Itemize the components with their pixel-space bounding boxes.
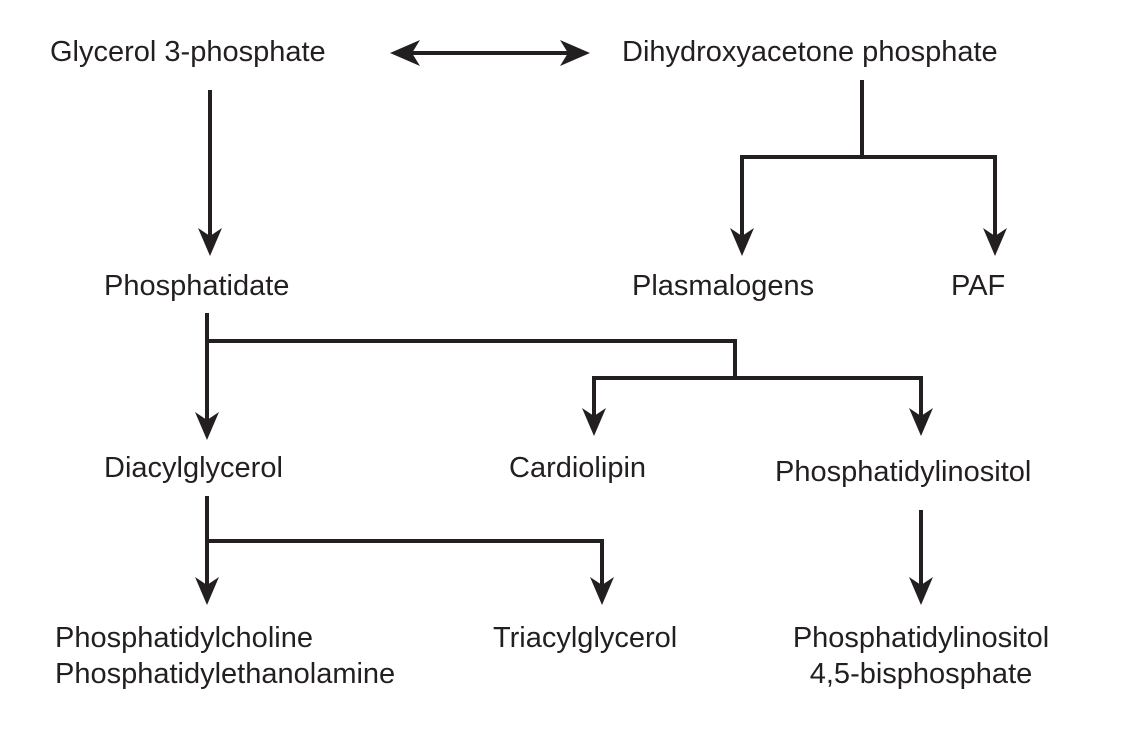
label-glycerol-3-phosphate: Glycerol 3-phosphate: [50, 36, 326, 68]
node-dihydroxyacetone-phosphate: Dihydroxyacetone phosphate: [622, 34, 998, 70]
label-diacylglycerol: Diacylglycerol: [104, 452, 283, 484]
node-diacylglycerol: Diacylglycerol: [104, 450, 283, 486]
branch-diacylglycerol: [195, 496, 614, 605]
label-pip2-line1: Phosphatidylinositol: [792, 622, 1050, 654]
node-triacylglycerol: Triacylglycerol: [493, 620, 677, 656]
label-paf: PAF: [951, 270, 1006, 302]
node-glycerol-3-phosphate: Glycerol 3-phosphate: [50, 34, 326, 70]
node-phosphatidylinositol: Phosphatidylinositol: [775, 454, 1031, 490]
branch-phosphatidate: [195, 313, 933, 440]
label-phosphatidylinositol: Phosphatidylinositol: [775, 456, 1032, 488]
node-cardiolipin: Cardiolipin: [509, 450, 646, 486]
node-paf: PAF: [951, 268, 1005, 304]
node-phosphatidate: Phosphatidate: [104, 268, 289, 304]
node-pip2: Phosphatidylinositol 4,5-bisphosphate: [756, 620, 1086, 692]
label-phosphatidylethanolamine: Phosphatidylethanolamine: [55, 658, 396, 690]
label-cardiolipin: Cardiolipin: [509, 452, 647, 484]
label-phosphatidate: Phosphatidate: [104, 270, 290, 302]
label-plasmalogens: Plasmalogens: [632, 270, 815, 302]
node-phosphatidylcholine-ethanolamine: Phosphatidylcholine Phosphatidylethanola…: [55, 620, 395, 692]
arrow-g3p-to-phosphatidate: [198, 90, 222, 256]
reversible-arrow-g3p-dhap: [390, 40, 590, 66]
branch-dhap: [730, 80, 1007, 256]
node-plasmalogens: Plasmalogens: [632, 268, 814, 304]
arrow-pi-to-pip2: [909, 510, 933, 605]
label-pip2-line2: 4,5-bisphosphate: [809, 658, 1033, 690]
label-dhap: Dihydroxyacetone phosphate: [622, 36, 998, 68]
label-phosphatidylcholine: Phosphatidylcholine: [55, 622, 313, 654]
label-triacylglycerol: Triacylglycerol: [493, 622, 678, 654]
